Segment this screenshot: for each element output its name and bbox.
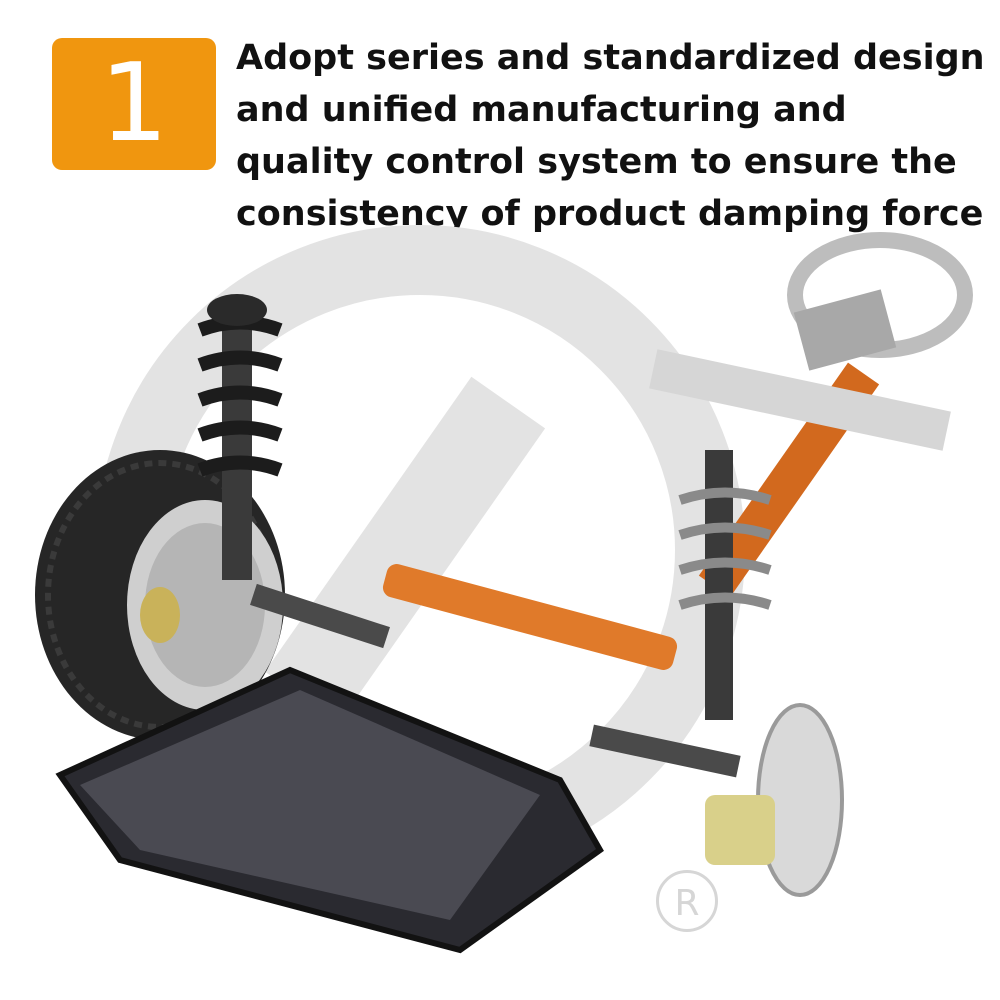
right-brake-disc: [705, 703, 844, 897]
drive-shaft-right: [589, 724, 741, 778]
feature-description: Adopt series and standardized design and…: [236, 38, 985, 234]
feature-number-badge: 1: [52, 38, 216, 170]
right-strut: [678, 450, 772, 720]
suspension-illustration: [35, 225, 973, 954]
steering-wheel: [787, 232, 973, 371]
cross-beam: [649, 349, 951, 451]
drive-shaft-left: [250, 583, 390, 649]
feature-number: 1: [99, 41, 169, 166]
steering-rack: [382, 564, 678, 670]
left-strut: [197, 294, 283, 580]
registered-trademark-icon: R: [656, 870, 718, 932]
